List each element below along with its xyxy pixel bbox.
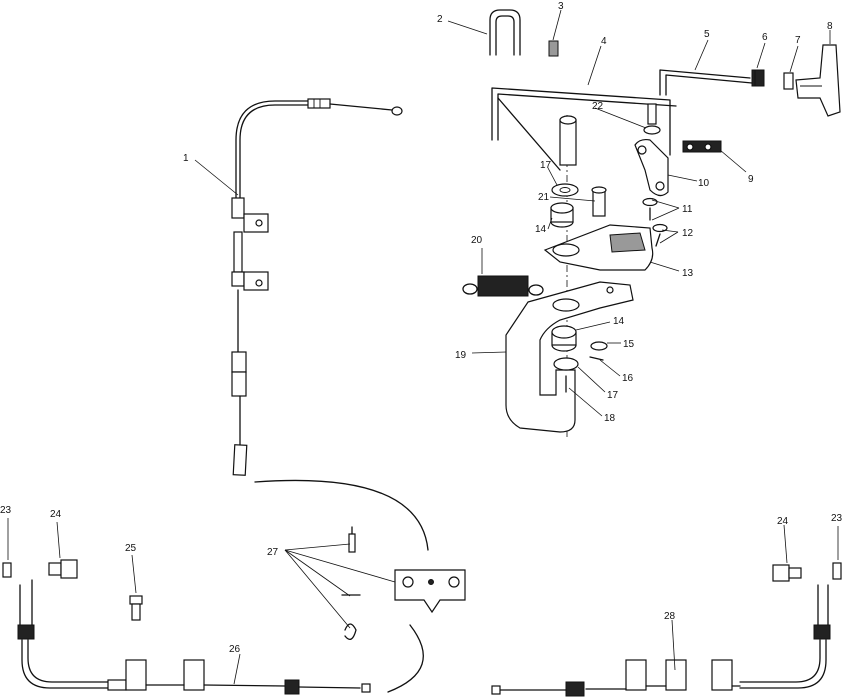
bushing-23-right	[832, 562, 842, 580]
callout-12: 12	[682, 228, 694, 239]
return-spring	[462, 275, 544, 297]
callout-4: 4	[601, 36, 607, 47]
bolt-27	[348, 526, 356, 553]
bushing-23-left	[2, 562, 12, 578]
mount-bracket-27	[394, 569, 466, 614]
callout-14-upper: 14	[535, 224, 547, 235]
main-bracket	[505, 281, 634, 433]
callout-24-left: 24	[50, 509, 62, 520]
clevis-pin-21	[591, 186, 607, 217]
lever-10	[634, 138, 669, 197]
callout-6: 6	[762, 32, 768, 43]
washer-17-lower	[553, 357, 579, 371]
callout-18: 18	[604, 413, 616, 424]
callout-5: 5	[704, 29, 710, 40]
callout-1: 1	[183, 153, 189, 164]
washer-22	[643, 125, 661, 135]
fitting-24-right	[772, 564, 802, 582]
callout-23-left: 23	[0, 505, 12, 516]
pin-22	[647, 103, 657, 125]
washer-15	[590, 341, 608, 351]
callout-7: 7	[795, 35, 801, 46]
callout-10: 10	[698, 178, 710, 189]
clip-9	[682, 140, 722, 153]
cable-rod	[659, 69, 753, 96]
clip-27	[344, 623, 357, 641]
brake-cable-upper	[231, 98, 403, 476]
callout-22: 22	[592, 101, 604, 112]
callout-11: 11	[682, 204, 693, 215]
callout-23-right: 23	[831, 513, 843, 524]
callout-13: 13	[682, 268, 694, 279]
callout-20: 20	[471, 235, 483, 246]
u-bracket	[489, 9, 521, 56]
callout-28: 28	[664, 611, 676, 622]
callout-9: 9	[748, 174, 754, 185]
callout-14-lower: 14	[613, 316, 625, 327]
fitting-24-left	[48, 559, 78, 579]
callout-26: 26	[229, 644, 241, 655]
callout-labels: 1 2 3 4 5 6 7 8 9 10 11 12 13 14 14 15 1…	[0, 1, 843, 655]
washer-11	[642, 197, 658, 207]
callout-17-lower: 17	[607, 390, 619, 401]
washer-12	[652, 223, 668, 233]
callout-24-right: 24	[777, 516, 789, 527]
fitting-25	[129, 595, 143, 621]
actuating-rod	[491, 87, 677, 171]
divider-arc-upper	[254, 479, 429, 551]
bushing-7	[783, 72, 794, 90]
callout-16: 16	[622, 373, 634, 384]
callout-25: 25	[125, 543, 137, 554]
callout-2: 2	[437, 14, 443, 25]
leader-lines	[7, 9, 839, 685]
bushing-14-upper	[550, 202, 574, 228]
washer-17-upper	[551, 183, 579, 197]
callout-17-upper: 17	[540, 160, 552, 171]
t-handle-knob	[795, 44, 841, 117]
callout-3: 3	[558, 1, 564, 12]
callout-27: 27	[267, 547, 279, 558]
callout-15: 15	[623, 339, 635, 350]
retainer-6	[751, 69, 765, 87]
brake-cable-lower-left	[17, 579, 371, 695]
divider-arc-lower	[387, 624, 424, 693]
cotter-16	[589, 356, 604, 361]
bushing-3	[548, 40, 559, 57]
callout-8: 8	[827, 21, 833, 32]
cam-plate-13	[543, 224, 654, 271]
cotter-12	[655, 233, 661, 247]
callout-21: 21	[538, 192, 550, 203]
bushing-14-lower	[551, 325, 577, 352]
callout-19: 19	[455, 350, 467, 361]
brake-cable-lower-right	[491, 584, 831, 697]
pivot-tube	[559, 115, 577, 166]
